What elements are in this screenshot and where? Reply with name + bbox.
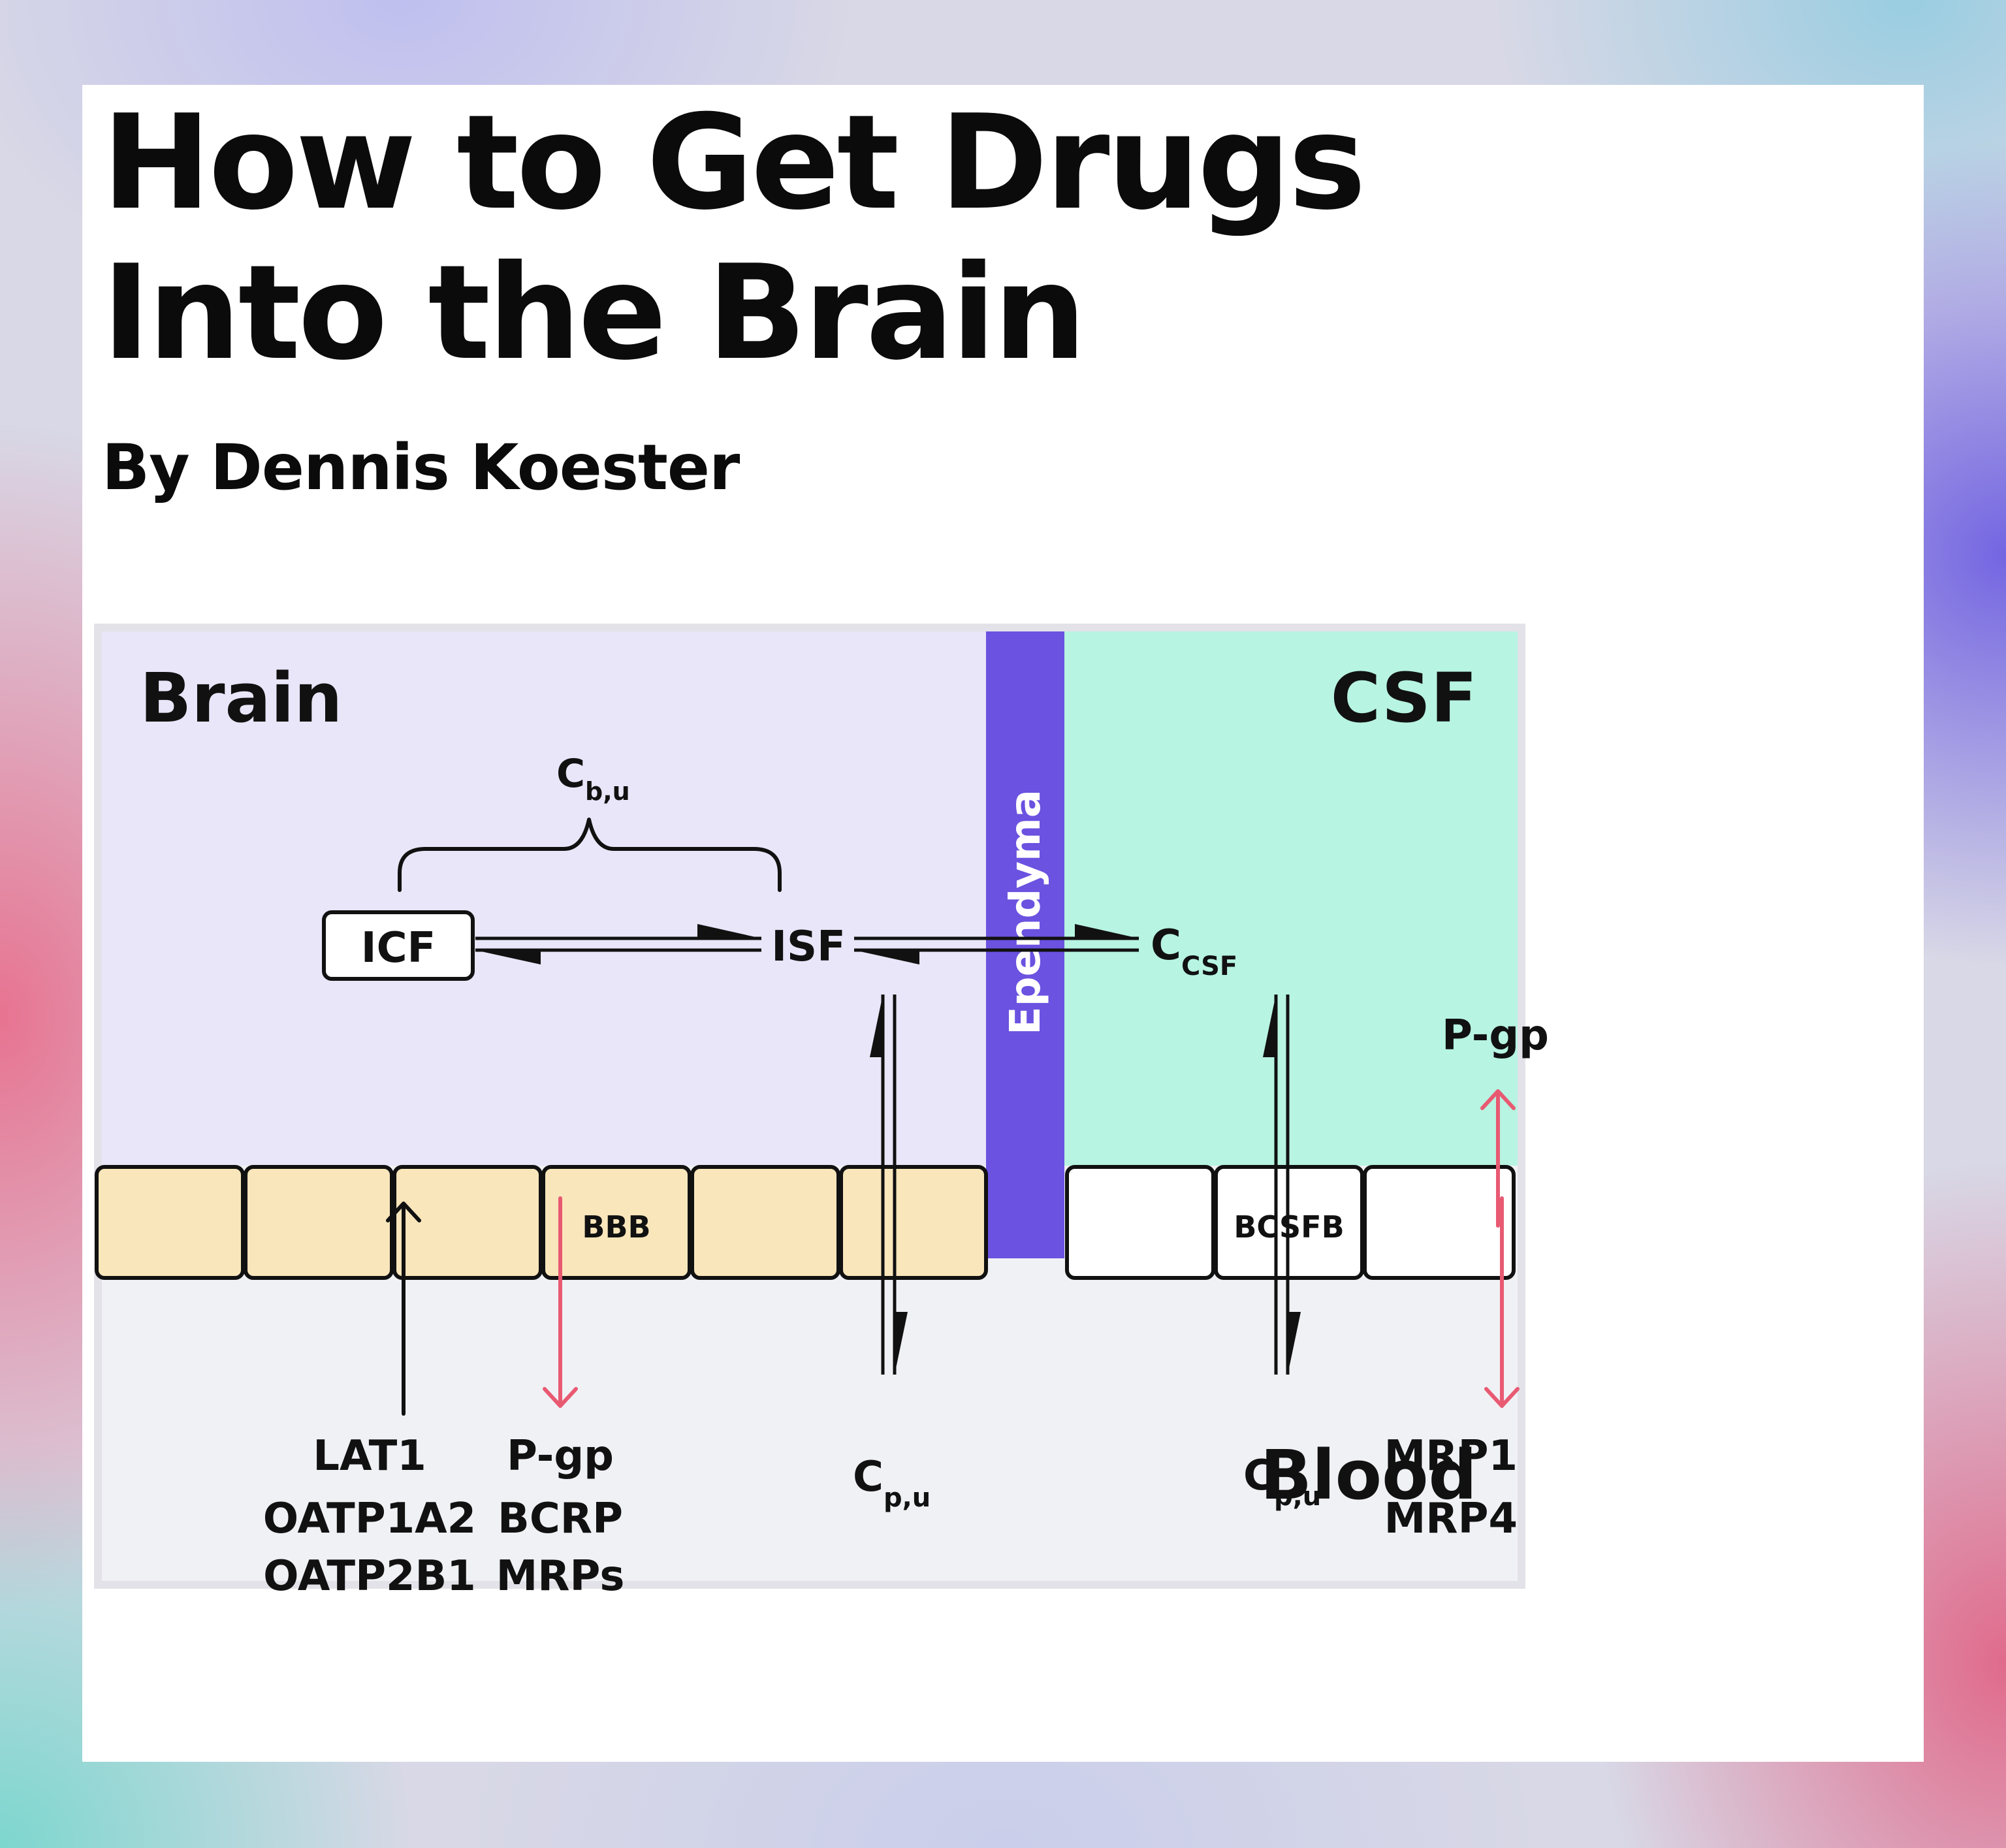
efflux-transporter-list: P-gp BCRP MRPs	[496, 1432, 625, 1601]
csf-region	[1064, 631, 1518, 1167]
brain-drug-transport-diagram: Ependyma Brain CSF Blood BBB BCSFB Cb,u …	[94, 624, 1549, 1601]
icf-label: ICF	[361, 924, 436, 972]
c-bu-label: Cb,u	[556, 751, 630, 806]
isf-label: ISF	[771, 923, 846, 971]
csf-label: CSF	[1331, 658, 1477, 738]
bbb-cell	[690, 1165, 840, 1280]
bcsfb-csf-transporter-list: P-gp	[1442, 1012, 1549, 1060]
icf-box	[322, 910, 475, 981]
ependyma-bar	[986, 631, 1064, 1258]
author-byline: By Dennis Koester	[102, 431, 740, 504]
blood-label: Blood	[1260, 1435, 1477, 1515]
transporter-label: LAT1	[313, 1432, 426, 1480]
transporter-label: OATP2B1	[263, 1552, 476, 1601]
bbb-cell	[95, 1165, 245, 1280]
transporter-label: BCRP	[498, 1495, 623, 1543]
bbb-cell	[839, 1165, 988, 1280]
brain-label: Brain	[140, 658, 342, 738]
transporter-label: P-gp	[507, 1432, 614, 1480]
equilibrium-arrow-icon	[1263, 995, 1301, 1375]
equilibrium-arrow-icon	[870, 995, 908, 1375]
equilibrium-arrow-icon	[854, 924, 1139, 964]
brain-region	[102, 631, 986, 1167]
equilibrium-arrow-icon	[475, 924, 761, 964]
transporter-label: MRP1	[1384, 1432, 1518, 1480]
transporter-label: P-gp	[1442, 1012, 1549, 1060]
c-pu-label-bbb: Cp,u	[853, 1453, 931, 1513]
bcsfb-cell	[1363, 1165, 1516, 1280]
bcsfb-blood-transporter-list: MRP1 MRP4	[1384, 1432, 1518, 1543]
bbb-cell	[541, 1165, 692, 1280]
transporter-label: OATP1A2	[263, 1495, 476, 1543]
curly-brace-icon	[398, 818, 782, 892]
ependyma-label: Ependyma	[1002, 789, 1050, 1035]
bbb-cell-row	[95, 1165, 988, 1280]
down-arrow-icon	[543, 1196, 578, 1408]
bbb-cell	[392, 1165, 543, 1280]
transporter-label: MRPs	[496, 1552, 625, 1601]
bbb-label: BBB	[582, 1209, 650, 1245]
bbb-cell	[244, 1165, 394, 1280]
c-csf-label: CCSF	[1151, 921, 1237, 981]
bcsfb-cell	[1065, 1165, 1215, 1280]
up-arrow-icon	[1480, 1089, 1516, 1228]
down-arrow-icon	[1484, 1196, 1520, 1408]
up-arrow-icon	[386, 1202, 421, 1416]
c-pu-label-bcsfb: Cp,u	[1243, 1452, 1321, 1512]
transporter-label: MRP4	[1384, 1495, 1518, 1543]
influx-transporter-list: LAT1 OATP1A2 OATP2B1	[263, 1432, 476, 1601]
page-title: How to Get Drugs Into the Brain	[102, 87, 1366, 389]
